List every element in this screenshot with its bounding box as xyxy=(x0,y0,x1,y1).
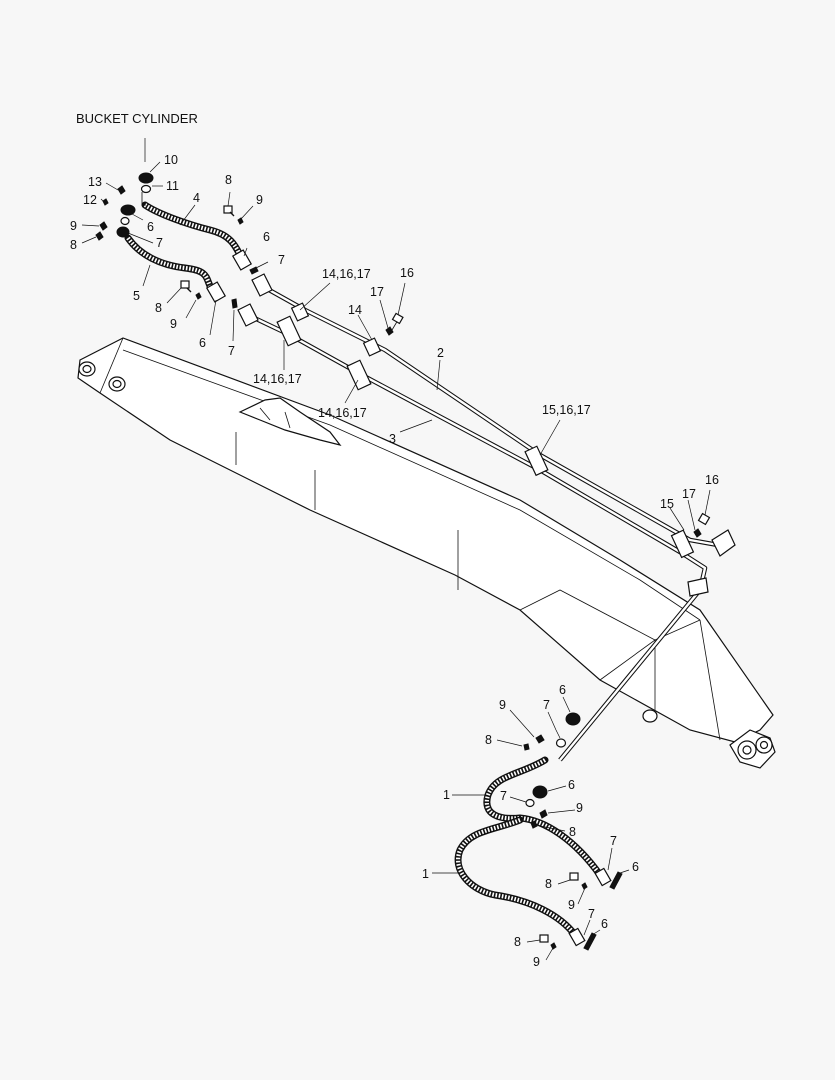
callout-13: 13 xyxy=(88,175,102,189)
callout-12: 12 xyxy=(83,193,97,207)
callout-6: 6 xyxy=(568,778,575,792)
callout-6: 6 xyxy=(199,336,206,350)
bucket-cylinder-label: BUCKET CYLINDER xyxy=(76,111,198,126)
callout-6: 6 xyxy=(559,683,566,697)
callout-14-16-17: 14,16,17 xyxy=(253,372,302,386)
callout-16: 16 xyxy=(400,266,414,280)
callout-3: 3 xyxy=(389,432,396,446)
callout-7: 7 xyxy=(588,907,595,921)
callout-7: 7 xyxy=(156,236,163,250)
callout-8: 8 xyxy=(545,877,552,891)
callout-14: 14 xyxy=(348,303,362,317)
callout-6: 6 xyxy=(147,220,154,234)
callout-9: 9 xyxy=(170,317,177,331)
callout-14-16-17: 14,16,17 xyxy=(318,406,367,420)
callout-8: 8 xyxy=(485,733,492,747)
callout-2: 2 xyxy=(437,346,444,360)
callout-7: 7 xyxy=(543,698,550,712)
callout-6: 6 xyxy=(601,917,608,931)
callout-16: 16 xyxy=(705,473,719,487)
callout-9: 9 xyxy=(70,219,77,233)
callout-8: 8 xyxy=(70,238,77,252)
callout-6: 6 xyxy=(632,860,639,874)
callout-17: 17 xyxy=(370,285,384,299)
callout-1: 1 xyxy=(443,788,450,802)
lower-hoses xyxy=(454,712,623,951)
top-hoses xyxy=(95,172,259,309)
callout-6: 6 xyxy=(263,230,270,244)
callout-7: 7 xyxy=(500,789,507,803)
steel-tubes xyxy=(237,273,736,762)
leader-lines xyxy=(81,138,711,961)
callout-17: 17 xyxy=(682,487,696,501)
callout-15-16-17: 15,16,17 xyxy=(542,403,591,417)
callout-4: 4 xyxy=(193,191,200,205)
callout-1: 1 xyxy=(422,867,429,881)
callout-10: 10 xyxy=(164,153,178,167)
callout-8: 8 xyxy=(514,935,521,949)
callout-11: 11 xyxy=(166,179,179,193)
callout-8: 8 xyxy=(225,173,232,187)
callout-9: 9 xyxy=(533,955,540,969)
callout-7: 7 xyxy=(228,344,235,358)
callout-8: 8 xyxy=(569,825,576,839)
callout-15: 15 xyxy=(660,497,674,511)
callout-14-16-17: 14,16,17 xyxy=(322,267,371,281)
callout-9: 9 xyxy=(568,898,575,912)
callout-9: 9 xyxy=(576,801,583,815)
callout-5: 5 xyxy=(133,289,140,303)
callout-7: 7 xyxy=(278,253,285,267)
boom-arm xyxy=(77,337,776,769)
callout-7: 7 xyxy=(610,834,617,848)
callout-8: 8 xyxy=(155,301,162,315)
callout-9: 9 xyxy=(256,193,263,207)
callout-9: 9 xyxy=(499,698,506,712)
